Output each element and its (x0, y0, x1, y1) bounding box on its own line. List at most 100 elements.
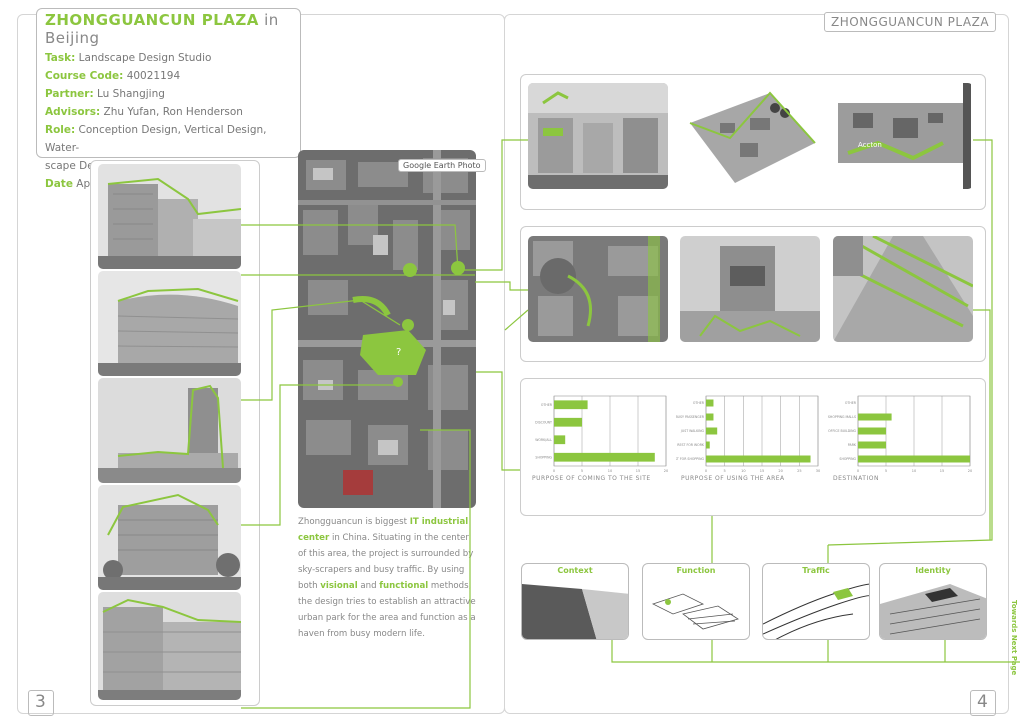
info-row-value: Zhu Yufan, Ron Henderson (100, 106, 243, 118)
chart-2-title: PURPOSE OF USING THE AREA (681, 475, 785, 482)
info-row: Role: Conception Design, Vertical Design… (45, 121, 292, 157)
info-row-value: Conception Design, Vertical Design, Wate… (45, 124, 267, 154)
chart-1: 0 5 10 15 20 OTHER DISCOUNT WORK/ALL SHOPPING (524, 388, 672, 488)
chart-bar (706, 455, 811, 463)
aerial-map: ? (298, 150, 476, 508)
chart-tick-label: 5 (885, 469, 887, 473)
chart-tick-label: 20 (778, 469, 782, 473)
project-title: ZHONGGUANCUN PLAZA in Beijing (45, 11, 279, 47)
chart-tick-label: 15 (760, 469, 764, 473)
chart-2-svg: 0 5 10 15 20 25 30 OTHER BUSY PASSENGER JUST WALK… (671, 395, 820, 473)
chart-bar (706, 399, 714, 407)
chart-category-label: OTHER (693, 401, 705, 405)
diagram-identity-title: Identity (915, 566, 951, 575)
chart-category-label: JUST WALKING (680, 429, 705, 433)
page-number-right-box (970, 690, 996, 716)
info-row: Course Code: 40021194 (45, 67, 292, 85)
chart-tick-label: 10 (608, 469, 612, 473)
info-row-label: Role: (45, 124, 76, 136)
diagram-traffic-title: Traffic (802, 566, 830, 575)
chart-tick-label: 15 (940, 469, 944, 473)
photo-building-3 (98, 378, 241, 483)
info-row-value: 40021194 (123, 70, 181, 82)
photo-street-entrance (680, 236, 820, 342)
chart-tick-label: 0 (553, 469, 555, 473)
page-number-right: 4 (977, 692, 988, 712)
chart-tick-label: 30 (816, 469, 820, 473)
chart-bar (554, 417, 582, 427)
chart-3-title: DESTINATION (833, 475, 879, 482)
chart-bar (858, 413, 892, 421)
corner-title: ZHONGGUANCUN PLAZA (824, 12, 997, 32)
info-row: Partner: Lu Shangjing (45, 85, 292, 103)
chart-bar (858, 441, 886, 449)
photo-traffic-road (833, 236, 973, 342)
chart-category-label: REST FOR SHOPPING (676, 457, 705, 461)
chart-bar (858, 427, 886, 435)
chart-1-title: PURPOSE OF COMING TO THE SITE (532, 475, 651, 482)
chart-tick-label: 5 (581, 469, 583, 473)
info-row-label: Advisors: (45, 106, 101, 118)
chart-tick-label: 10 (741, 469, 745, 473)
svg-text:Accton: Accton (858, 141, 882, 149)
chart-2: 0 5 10 15 20 25 30 OTHER BUSY PASSENGER JUST WALK… (671, 388, 824, 488)
info-row-value: Lu Shangjing (93, 88, 165, 100)
chart-tick-label: 0 (705, 469, 707, 473)
photo-interior-shops (528, 83, 668, 189)
info-row-value: Landscape Design Studio (75, 52, 212, 64)
diagram-context-title: Context (557, 566, 593, 575)
chart-category-label: SHOPPING (839, 457, 856, 461)
info-row-label: Course Code: (45, 70, 124, 82)
chart-tick-label: 15 (636, 469, 640, 473)
info-row: Advisors: Zhu Yufan, Ron Henderson (45, 103, 292, 121)
page-number-left: 3 (35, 692, 46, 712)
map-label: Google Earth Photo (398, 159, 486, 172)
diagram-identity: Identity (879, 563, 987, 640)
info-row-label: Date (45, 178, 73, 190)
photo-building-1 (98, 164, 241, 269)
photo-network-card: Accton (833, 83, 973, 189)
photo-building-5 (98, 592, 241, 700)
diagram-function: Function (642, 563, 750, 640)
chart-bar (706, 441, 710, 449)
chart-bar (554, 452, 655, 462)
page-number-left-box (28, 690, 54, 716)
chart-category-label: DISCOUNT (535, 420, 552, 424)
project-description: Zhongguancun is biggest IT industrial ce… (298, 517, 476, 639)
chart-bar (858, 455, 970, 463)
chart-tick-label: 0 (857, 469, 859, 473)
svg-text:?: ? (396, 347, 401, 358)
chart-tick-label: 20 (968, 469, 972, 473)
chart-category-label: WORK/ALL (535, 438, 552, 442)
header-info-box: ZHONGGUANCUN PLAZA in Beijing Task: Land… (36, 8, 301, 190)
diagram-traffic: Traffic (762, 563, 870, 640)
chart-category-label: BUSY PASSENGER (676, 415, 705, 419)
chart-category-label: SHOPPING (535, 455, 552, 459)
photo-building-4 (98, 485, 241, 590)
chart-category-label: REST FOR WORK (677, 443, 705, 447)
chart-tick-label: 5 (724, 469, 726, 473)
chart-category-label: OTHER (541, 403, 553, 407)
photo-circuit-board (680, 83, 820, 189)
chart-bar (554, 435, 566, 445)
side-note: Towards Next Page (1010, 600, 1018, 676)
chart-bar (554, 400, 588, 410)
info-row-label: Partner: (45, 88, 94, 100)
chart-bar (706, 427, 718, 435)
chart-category-label: PARK (848, 443, 857, 447)
chart-1-svg: 0 5 10 15 20 OTHER DISCOUNT WORK/ALL SHOPPING (535, 395, 668, 473)
diagram-context: Context (521, 563, 629, 640)
info-row: Task: Landscape Design Studio (45, 49, 292, 67)
diagram-function-title: Function (676, 566, 716, 575)
chart-tick-label: 20 (664, 469, 668, 473)
chart-tick-label: 10 (912, 469, 916, 473)
info-row-label: Task: (45, 52, 76, 64)
chart-bar (706, 413, 714, 421)
chart-category-label: SHOPPING MALLS (828, 415, 856, 419)
photo-aerial-plaza (528, 236, 668, 342)
chart-tick-label: 25 (797, 469, 801, 473)
photo-building-2 (98, 271, 241, 376)
chart-category-label: OFFICE BUILDING (828, 429, 856, 433)
